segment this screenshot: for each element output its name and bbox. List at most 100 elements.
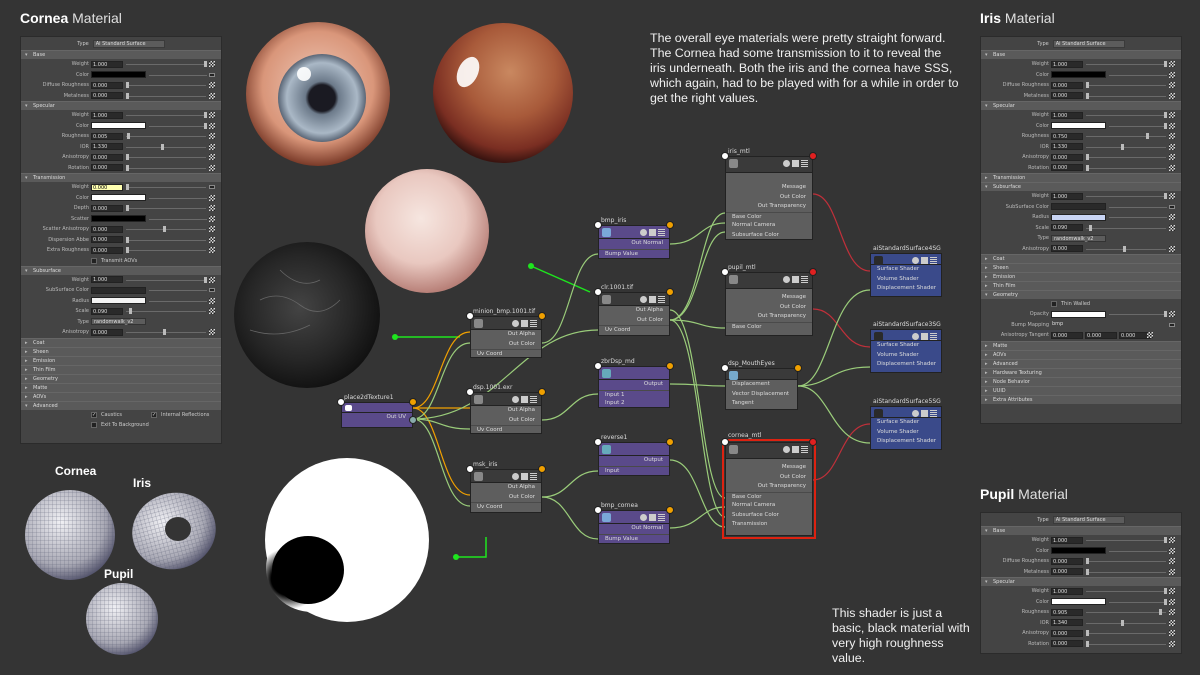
map-icon[interactable] (209, 308, 215, 314)
map-icon[interactable] (1169, 547, 1175, 554)
map-icon[interactable] (1169, 143, 1175, 150)
section-aovs[interactable]: ▸AOVs (21, 391, 221, 401)
section-sheen[interactable]: ▸Sheen (981, 263, 1181, 272)
node-aistandardsurface5sg[interactable]: aiStandardSurface5SG Surface Shader Volu… (870, 398, 942, 450)
section-geometry[interactable]: ▾Geometry (981, 290, 1181, 299)
section-geometry[interactable]: ▸Geometry (21, 373, 221, 383)
section-base[interactable]: ▾Base (21, 50, 221, 59)
section-matte[interactable]: ▸Matte (981, 340, 1181, 350)
map-icon[interactable] (1169, 558, 1175, 564)
node-dsp-moutheyes[interactable]: dsp_MouthEyes Displacement Vector Displa… (721, 360, 802, 410)
node-place2dtexture1[interactable]: place2dTexture1 Out UV (337, 394, 417, 428)
type-dropdown[interactable]: Ai Standard Surface (92, 39, 165, 48)
section-node-behavior[interactable]: ▸Node Behavior (981, 376, 1181, 386)
map-icon[interactable] (1169, 193, 1175, 199)
map-icon[interactable] (209, 247, 215, 253)
map-icon[interactable] (209, 215, 215, 222)
thin-walled-checkbox[interactable] (1051, 301, 1057, 307)
section-advanced[interactable]: ▸Advanced (981, 358, 1181, 368)
section-matte[interactable]: ▸Matte (21, 382, 221, 392)
section-emission[interactable]: ▸Emission (21, 355, 221, 365)
section-base[interactable]: ▾Base (981, 526, 1181, 535)
section-specular[interactable]: ▾Specular (981, 577, 1181, 586)
section-coat[interactable]: ▸Coat (21, 337, 221, 347)
transmit-aovs-checkbox[interactable] (91, 257, 97, 264)
node-iris-mtl[interactable]: iris_mtl Message Out Color Out Transpare… (721, 148, 817, 240)
map-icon[interactable] (209, 329, 215, 335)
map-icon[interactable] (1169, 204, 1175, 209)
node-aistandardsurface4sg[interactable]: aiStandardSurface4SG Surface Shader Volu… (870, 245, 942, 297)
internal-reflections-checkbox[interactable]: ✓ (151, 411, 157, 418)
map-icon[interactable] (209, 288, 215, 292)
map-icon[interactable] (209, 185, 215, 189)
map-icon[interactable] (1169, 609, 1175, 615)
map-icon[interactable] (1169, 537, 1175, 543)
section-subsurface[interactable]: ▾Subsurface (21, 265, 221, 275)
map-icon[interactable] (209, 236, 215, 243)
node-bmp-cornea[interactable]: bmp_cornea Out Normal Bump Value (594, 502, 674, 544)
section-subsurface[interactable]: ▾Subsurface (981, 182, 1181, 191)
map-icon[interactable] (209, 154, 215, 160)
map-icon[interactable] (209, 194, 215, 201)
map-icon[interactable] (1169, 92, 1175, 99)
node-reverse1[interactable]: reverse1 Output Input (594, 434, 674, 476)
map-icon[interactable] (1169, 311, 1175, 317)
node-minion-bmp[interactable]: minion_bmp.1001.tif Out Alpha Out Color … (466, 308, 546, 358)
section-transmission[interactable]: ▸Transmission (981, 173, 1181, 182)
section-coat[interactable]: ▸Coat (981, 254, 1181, 263)
map-icon[interactable] (1169, 588, 1175, 594)
map-icon[interactable] (209, 61, 215, 67)
map-icon[interactable] (1169, 164, 1175, 171)
map-icon[interactable] (1169, 133, 1175, 139)
map-icon[interactable] (1169, 122, 1175, 129)
map-icon[interactable] (209, 205, 215, 211)
node-dsp-exr[interactable]: dsp.1001.exr Out Alpha Out Color Uv Coor… (466, 384, 546, 434)
map-icon[interactable] (1169, 245, 1175, 252)
section-aovs[interactable]: ▸AOVs (981, 349, 1181, 359)
map-icon[interactable] (1169, 61, 1175, 67)
map-icon[interactable] (209, 112, 215, 118)
section-emission[interactable]: ▸Emission (981, 272, 1181, 281)
map-icon[interactable] (209, 82, 215, 88)
map-icon[interactable] (1169, 82, 1175, 88)
map-icon[interactable] (209, 72, 215, 77)
map-icon[interactable] (1169, 214, 1175, 220)
map-icon[interactable] (209, 226, 215, 232)
section-transmission[interactable]: ▾Transmission (21, 173, 221, 182)
map-icon[interactable] (1169, 630, 1175, 636)
map-icon[interactable] (1147, 332, 1153, 338)
map-icon[interactable] (1169, 112, 1175, 118)
node-cornea-mtl[interactable]: cornea_mtl Message Out Color Out Transpa… (721, 432, 817, 539)
section-base[interactable]: ▾Base (981, 50, 1181, 59)
node-clr-tif[interactable]: clr.1001.tif Out Alpha Out Color Uv Coor… (594, 284, 674, 336)
section-advanced[interactable]: ▾Advanced (21, 400, 221, 410)
map-icon[interactable] (1169, 640, 1175, 647)
color-swatch[interactable] (91, 71, 146, 78)
node-msk-iris[interactable]: msk_iris Out Alpha Out Color Uv Coord (466, 461, 546, 513)
section-specular[interactable]: ▾Specular (21, 101, 221, 110)
section-extra-attributes[interactable]: ▸Extra Attributes (981, 394, 1181, 404)
node-aistandardsurface3sg[interactable]: aiStandardSurface3SG Surface Shader Volu… (870, 321, 942, 373)
map-icon[interactable] (1169, 568, 1175, 575)
map-icon[interactable] (1169, 154, 1175, 160)
map-icon[interactable] (1169, 71, 1175, 78)
section-thin-film[interactable]: ▸Thin Film (21, 364, 221, 374)
caustics-checkbox[interactable]: ✓ (91, 411, 97, 418)
exit-to-background-checkbox[interactable] (91, 421, 97, 428)
section-specular[interactable]: ▾Specular (981, 101, 1181, 110)
section-thin-film[interactable]: ▸Thin Film (981, 281, 1181, 290)
map-icon[interactable] (209, 143, 215, 150)
map-icon[interactable] (209, 276, 215, 283)
map-icon[interactable] (209, 133, 215, 139)
map-icon[interactable] (209, 122, 215, 129)
node-zbrdsp-md[interactable]: zbrDsp_md Output Input 1 Input 2 (594, 358, 674, 408)
map-icon[interactable] (1169, 322, 1175, 327)
map-icon[interactable] (1169, 619, 1175, 626)
port-out-uv[interactable]: Out UV (386, 414, 406, 420)
map-icon[interactable] (209, 297, 215, 304)
node-pupil-mtl[interactable]: pupil_mtl Message Out Color Out Transpar… (721, 264, 817, 336)
node-bmp-iris[interactable]: bmp_iris Out Normal Bump Value (594, 217, 674, 259)
map-icon[interactable] (209, 164, 215, 171)
map-icon[interactable] (1169, 224, 1175, 231)
map-icon[interactable] (209, 92, 215, 99)
